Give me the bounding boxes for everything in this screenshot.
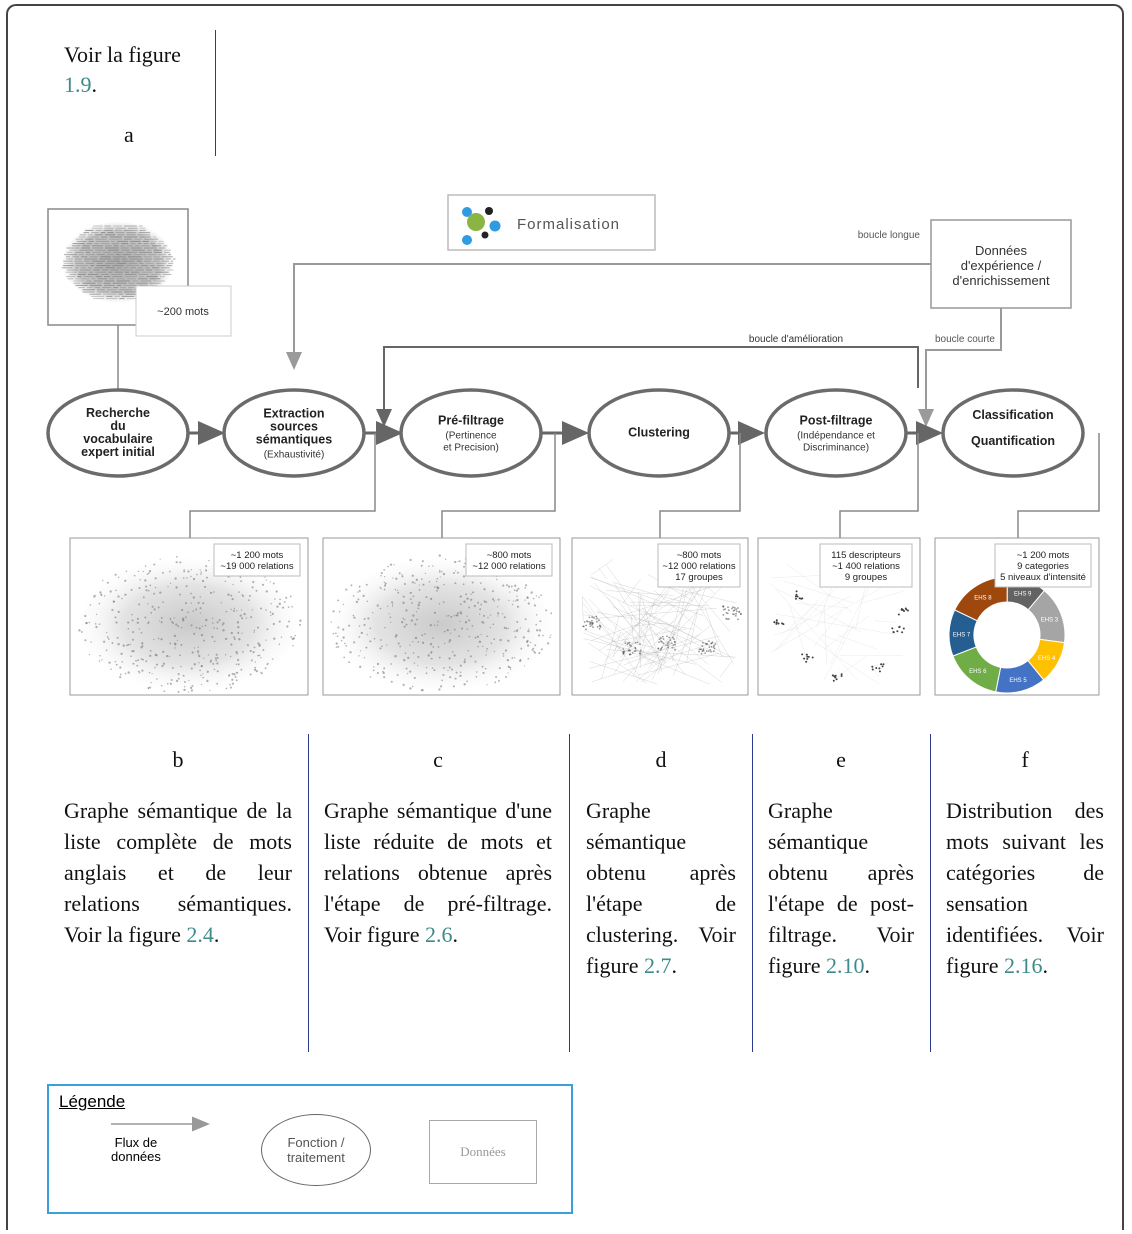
- figure-frame: [6, 4, 1124, 1230]
- svg-text:Recherche: Recherche: [86, 406, 150, 420]
- divider-1: [308, 734, 309, 1052]
- donut-label: EHS 3: [1041, 618, 1059, 624]
- panel-stat: ~19 000 relations: [220, 561, 293, 572]
- panel-stat: ~800 mots: [487, 550, 532, 561]
- svg-text:du: du: [110, 419, 125, 433]
- svg-text:Extraction: Extraction: [263, 407, 324, 421]
- boucle-amelioration-label: boucle d'amélioration: [749, 334, 843, 345]
- panel-stat: ~1 200 mots: [1017, 550, 1070, 561]
- panel-connectors: [189, 433, 1100, 538]
- svg-text:(Pertinence: (Pertinence: [445, 431, 497, 442]
- figure-ref-link[interactable]: 2.4: [186, 922, 214, 947]
- panel-stat: 9 categories: [1017, 561, 1069, 572]
- svg-text:Classification: Classification: [972, 408, 1053, 422]
- graph-panel-1: ~1 200 mots~19 000 relations: [69, 537, 309, 696]
- panel-stat: 9 groupes: [845, 572, 888, 583]
- graph-panel-5: EHS 3 EHS 4 EHS 5 EHS 6 EHS 7 EHS 8 EHS 9 ~1 20…: [934, 537, 1100, 696]
- figure-ref-link[interactable]: 2.10: [826, 953, 865, 978]
- donut-label: EHS 9: [1014, 591, 1032, 597]
- boucle-longue-label: boucle longue: [858, 230, 921, 241]
- svg-text:Discriminance): Discriminance): [803, 443, 869, 454]
- legend-data-box: Données: [429, 1120, 537, 1184]
- donut-label: EHS 8: [974, 595, 992, 601]
- figure-ref-link[interactable]: 2.7: [644, 953, 672, 978]
- boucle-courte-label: boucle courte: [935, 334, 995, 345]
- divider-4: [930, 734, 931, 1052]
- svg-text:(Indépendance et: (Indépendance et: [797, 431, 875, 442]
- donut-label: EHS 4: [1038, 656, 1056, 662]
- divider-3: [752, 734, 753, 1052]
- label-a: a: [124, 122, 134, 147]
- process-node-5: Post-filtrage (Indépendance etDiscriminan…: [764, 388, 908, 478]
- panel-stat: ~1 200 mots: [231, 550, 284, 561]
- donut-label: EHS 5: [1009, 678, 1027, 684]
- panel-stat: ~1 400 relations: [832, 561, 900, 572]
- caption-e: e Graphe sémantique obtenu après l'étape…: [768, 747, 914, 978]
- svg-text:sources: sources: [270, 420, 318, 434]
- panel-stat: 17 groupes: [675, 572, 723, 583]
- panel-stat: ~800 mots: [677, 550, 722, 561]
- formalisation-logo: Formalisation: [447, 194, 656, 251]
- caption-d: d Graphe sémantique obtenu après l'étape…: [586, 747, 736, 978]
- figure-ref-link[interactable]: 2.16: [1004, 953, 1043, 978]
- svg-text:d'enrichissement: d'enrichissement: [952, 273, 1050, 288]
- enrichment-data-box: Données d'expérience / d'enrichissement: [930, 219, 1072, 309]
- divider-a: [215, 30, 216, 156]
- wordcloud-note: ~200 mots: [157, 306, 209, 318]
- svg-text:Quantification: Quantification: [971, 434, 1055, 448]
- svg-text:expert initial: expert initial: [81, 445, 155, 459]
- svg-text:et Precision): et Precision): [443, 443, 499, 454]
- svg-text:vocabulaire: vocabulaire: [83, 432, 153, 446]
- svg-text:(Exhaustivité): (Exhaustivité): [264, 450, 325, 461]
- panel-stat: ~12 000 relations: [662, 561, 735, 572]
- donut-label: EHS 6: [969, 669, 987, 675]
- svg-text:Données: Données: [975, 243, 1028, 258]
- process-node-4: Clustering: [587, 388, 731, 478]
- svg-text:Post-filtrage: Post-filtrage: [800, 414, 873, 428]
- divider-2: [569, 734, 570, 1052]
- caption-b: b Graphe sémantique de la liste complète…: [64, 747, 292, 947]
- graph-panel-2: ~800 mots~12 000 relations: [322, 537, 561, 696]
- formalisation-title: Formalisation: [517, 216, 620, 233]
- svg-text:d'expérience /: d'expérience /: [961, 258, 1042, 273]
- donut-label: EHS 7: [953, 632, 971, 638]
- svg-text:Pré-filtrage: Pré-filtrage: [438, 414, 504, 428]
- improvement-loop-arrow: [376, 346, 919, 427]
- figure-ref-link[interactable]: 2.6: [425, 922, 453, 947]
- figure-ref-link[interactable]: 1.9: [64, 72, 92, 97]
- legend-function-ellipse: Fonction /traitement: [261, 1114, 371, 1186]
- svg-text:sémantiques: sémantiques: [256, 433, 332, 447]
- caption-c: c Graphe sémantique d'une liste réduite …: [324, 747, 552, 947]
- legend-flow-arrow: [111, 1116, 210, 1132]
- short-loop-arrow: [918, 308, 1002, 427]
- svg-text:Clustering: Clustering: [628, 426, 690, 440]
- wordcloud-box: ~200 mots: [47, 208, 232, 337]
- intro-text: Voir la figure 1.9.: [64, 42, 181, 97]
- long-loop-arrow: [286, 263, 931, 370]
- panel-stat: 5 niveaux d'intensité: [1000, 572, 1086, 583]
- panel-stat: 115 descripteurs: [831, 550, 901, 561]
- panel-stat: ~12 000 relations: [472, 561, 545, 572]
- pipeline-diagram: Formalisation ~200 mots Données d'expéri…: [46, 194, 1100, 696]
- legend-title: Légende: [59, 1092, 126, 1111]
- caption-f: f Distribution des mots suivant les caté…: [946, 747, 1104, 978]
